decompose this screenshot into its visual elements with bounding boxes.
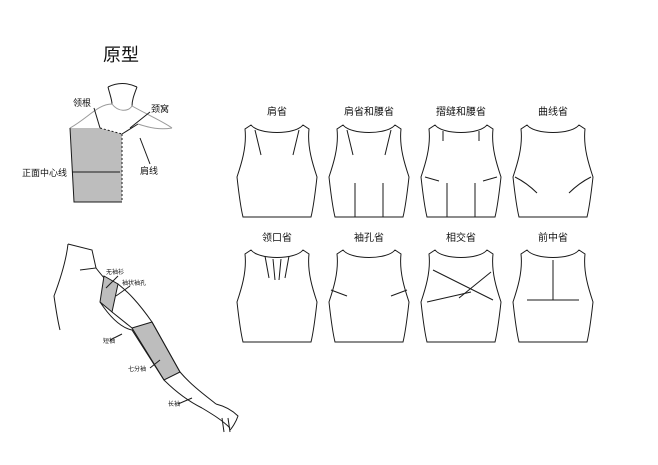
dart-label-neckline: 领口省 xyxy=(262,231,292,244)
label-three-quarter: 七分袖 xyxy=(128,365,146,373)
label-short-sleeve: 短袖 xyxy=(103,337,115,345)
bodice-outline xyxy=(236,124,318,218)
bodice-outline xyxy=(236,249,318,343)
bodice-center-front: 前中省 xyxy=(512,231,594,343)
dart-label-curve: 曲线省 xyxy=(538,105,568,118)
label-front-center-line: 正面中心线 xyxy=(22,167,67,179)
label-long-sleeve: 长袖 xyxy=(168,400,180,408)
bodice-shoulder: 肩省 xyxy=(236,105,318,218)
sleeve-figure xyxy=(53,243,239,433)
prototype-figure xyxy=(69,83,173,203)
label-armhole: 袖状袖孔 xyxy=(122,279,146,287)
bodice-intersect: 相交省 xyxy=(420,231,502,343)
dart-label-center-front: 前中省 xyxy=(538,231,568,244)
bodice-outline xyxy=(420,124,502,218)
bodice-shoulder-waist: 肩省和腰省 xyxy=(328,105,410,218)
label-neck-root: 领根 xyxy=(73,97,91,109)
dart-label-shoulder: 肩省 xyxy=(267,105,287,118)
bodice-pleat-waist: 摺缝和腰省 xyxy=(420,105,502,218)
bodice-outline xyxy=(328,124,410,218)
bodice-neckline: 领口省 xyxy=(236,231,318,343)
bodice-curve: 曲线省 xyxy=(512,105,594,218)
dart-label-armhole: 袖孔省 xyxy=(354,231,384,244)
dart-label-pleat-waist: 摺缝和腰省 xyxy=(436,105,486,118)
bodice-outline xyxy=(512,124,594,218)
dart-label-intersect: 相交省 xyxy=(446,231,476,244)
page-title: 原型 xyxy=(103,45,139,66)
label-sleeveless: 无袖衫 xyxy=(106,268,124,276)
dart-label-shoulder-waist: 肩省和腰省 xyxy=(344,105,394,118)
bodice-outline xyxy=(328,249,410,343)
label-shoulder-line: 肩线 xyxy=(140,165,158,177)
label-neck-socket: 颈窝 xyxy=(151,103,169,115)
bodice-armhole: 袖孔省 xyxy=(328,231,410,343)
